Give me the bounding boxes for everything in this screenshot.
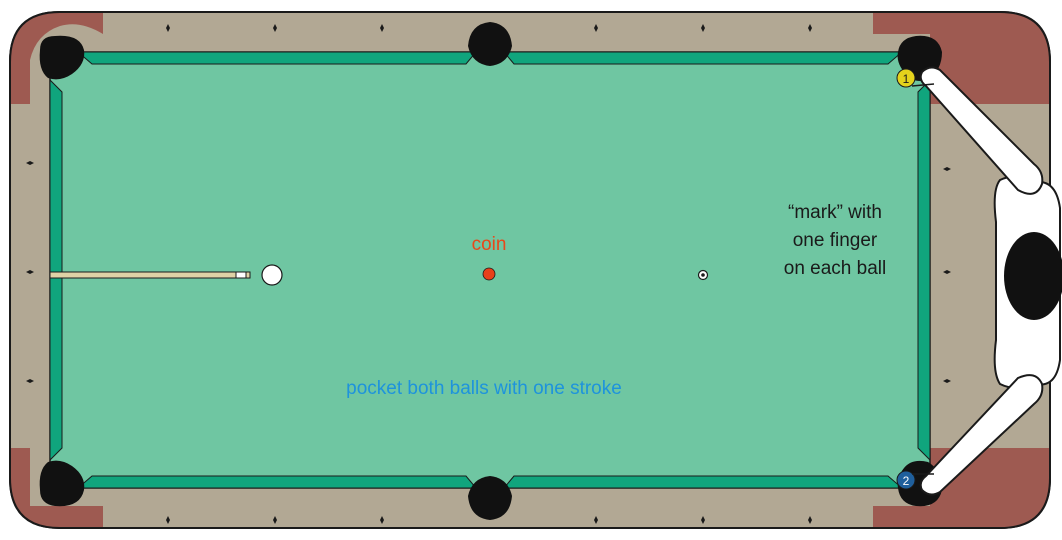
cushion-top-right [504, 52, 902, 64]
cue-ball [262, 265, 282, 285]
coin-label: coin [472, 234, 507, 255]
ball-one-number: 1 [903, 72, 910, 86]
ball-one: 1 [897, 69, 915, 87]
mark-label-line-1: “mark” with [788, 202, 882, 223]
cushion-bottom-left [78, 476, 476, 488]
mark-label-line-2: one finger [793, 230, 878, 251]
cue-stick [50, 272, 250, 278]
cushion-top-left [78, 52, 476, 64]
mark-label-line-3: on each ball [784, 258, 886, 279]
cushion-bottom-right [504, 476, 902, 488]
cushion-left [50, 80, 62, 460]
coin-marker [483, 268, 495, 280]
small-ball [699, 271, 708, 280]
palm-pocket [1004, 232, 1062, 320]
cushion-right [918, 80, 930, 460]
instruction-label: pocket both balls with one stroke [346, 378, 622, 399]
ball-two-number: 2 [903, 474, 910, 488]
